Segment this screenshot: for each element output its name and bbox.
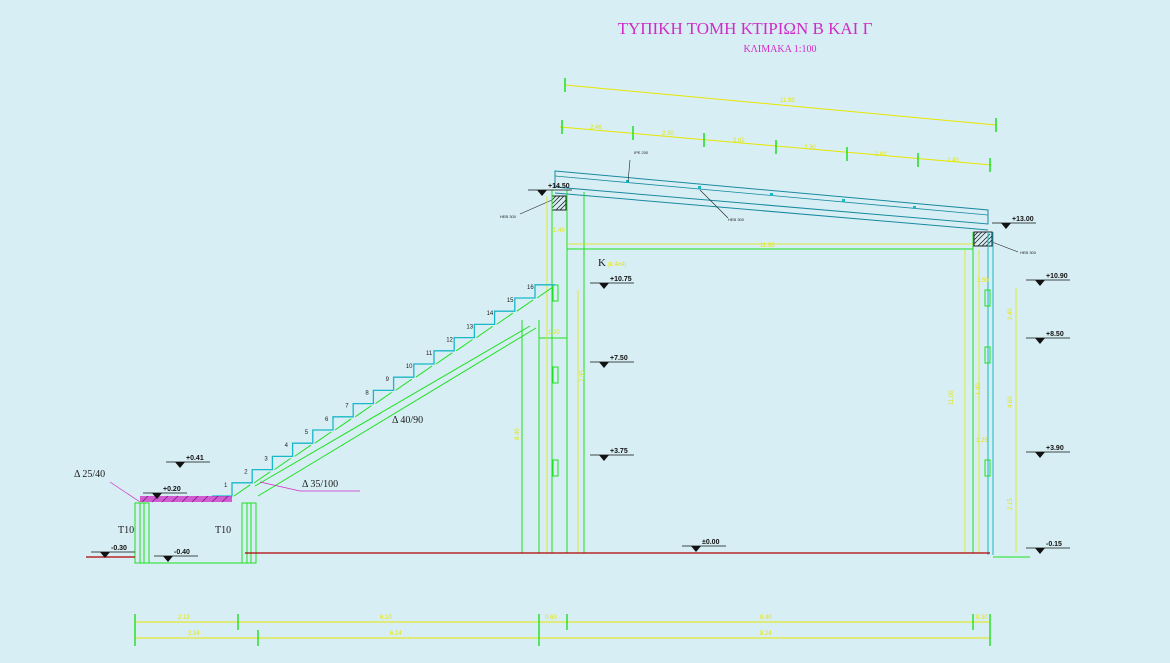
level-marker-mid: +7.50	[590, 355, 634, 368]
level-marker-ground: ±0.00	[682, 539, 726, 552]
bottom-r1-4: 8.40	[760, 615, 772, 621]
level-marker-roof-right: +13.00	[992, 216, 1036, 229]
bottom-r2-3: 8.24	[760, 631, 772, 637]
level-text: +3.90	[1046, 445, 1064, 452]
structure-lines	[521, 190, 974, 553]
beam-mark-note: (k 4x4)	[608, 262, 626, 268]
level-marker-right-1: +10.90	[1026, 273, 1070, 286]
right-dim-d: 2.15	[1008, 498, 1014, 510]
level-text: ±0.00	[702, 539, 720, 546]
bottom-r2-2: 6.14	[390, 631, 402, 637]
level-marker-upper: +10.75	[590, 276, 634, 289]
level-text: +3.75	[610, 448, 628, 455]
step-number: 1	[224, 483, 228, 489]
footing-left-label: T10	[118, 525, 134, 536]
right-dim-e: 1.30	[976, 383, 982, 395]
top-span-dim: 11.33	[760, 243, 775, 249]
roof-seg-5: 2.02	[875, 152, 887, 158]
beam-mark: K	[598, 257, 606, 269]
step-number: 9	[386, 377, 390, 383]
wall-markers	[552, 284, 991, 477]
drawing-scale: ΚΛΙΜΑΚΑ 1:100	[743, 44, 816, 55]
bottom-r1-3: 0.60	[545, 615, 557, 621]
step-number: 6	[325, 417, 329, 423]
level-marker-base-left: -0.30	[91, 545, 135, 558]
step-number: 10	[406, 364, 413, 370]
level-marker-right-4: -0.15	[1026, 541, 1070, 554]
step-number: 16	[527, 285, 534, 291]
roof-beam: IPE 200 HEB 300 HEB 300 HEB 300	[500, 150, 1037, 255]
roof-seg-2: 2.30	[662, 131, 674, 137]
mid-height-dim: 7.35	[580, 370, 586, 382]
step-number: 12	[446, 338, 453, 344]
right-col-height-dim: 11.00	[949, 390, 955, 405]
step-number: 4	[285, 443, 289, 449]
level-text: -0.40	[174, 549, 190, 556]
step-number: 14	[487, 311, 494, 317]
stair-landing-dim: 1.20	[548, 330, 560, 336]
right-dim-a: 2.40	[1008, 308, 1014, 320]
level-marker-stair-top: +0.41	[166, 455, 210, 468]
purlin-label: IPE 200	[634, 150, 649, 155]
drawing-title: ΤΥΠΙΚΗ ΤΟΜΗ ΚΤΙΡΙΩΝ Β ΚΑΙ Γ	[618, 19, 873, 38]
roof-segment-dimension: 2.46 2.30 2.02 2.30 2.02 2.43	[559, 120, 993, 172]
footing-mid-label: T10	[215, 525, 231, 536]
level-text: +7.50	[610, 355, 628, 362]
beam-label: HEB 300	[728, 217, 745, 222]
roof-seg-3: 2.02	[733, 138, 745, 144]
roof-seg-4: 2.30	[804, 145, 816, 151]
bottom-r1-1: 2.13	[178, 615, 190, 621]
level-text: +8.50	[1046, 331, 1064, 338]
level-marker-right-3: +3.90	[1026, 445, 1070, 458]
step-number: 15	[507, 298, 514, 304]
inner-dimension-lines	[546, 196, 1017, 553]
step-number: 2	[244, 470, 248, 476]
level-text: +10.75	[610, 276, 632, 283]
bottom-r2-1: 2.34	[188, 631, 200, 637]
bottom-r1-5: 0.30	[976, 615, 988, 621]
roof-total-dimension: 11.93	[564, 78, 997, 132]
level-text: +0.20	[163, 486, 181, 493]
level-text: +10.90	[1046, 273, 1068, 280]
bottom-r1-2: 6.10	[380, 615, 392, 621]
level-marker-right-2: +8.50	[1026, 331, 1070, 344]
level-marker-base-mid: -0.40	[154, 549, 198, 562]
step-number: 7	[345, 404, 349, 410]
step-number: 3	[264, 456, 268, 462]
foundations	[134, 502, 257, 564]
level-marker-roof-left: +14.50	[528, 183, 572, 196]
right-dim-b: 4.60	[1008, 396, 1014, 408]
left-top-dim: 1.40	[553, 228, 565, 234]
level-markers: +14.50 +13.00 +10.75 +7.50 +3.75 ±0.00 +10.90 +…	[91, 183, 1070, 562]
col-label-right: HEB 300	[1020, 250, 1037, 255]
level-text: +0.41	[186, 455, 204, 462]
right-dim-c: 1.25	[976, 438, 988, 444]
slab-mid-label: Δ 35/100	[302, 479, 338, 490]
step-number: 13	[466, 324, 473, 330]
left-height-dim: 8.40	[515, 428, 521, 440]
level-text: -0.30	[111, 545, 127, 552]
step-number: 5	[305, 430, 309, 436]
right-top-dim: 1.50	[977, 278, 989, 284]
step-number: 8	[365, 390, 369, 396]
level-marker-lower: +3.75	[590, 448, 634, 461]
landing-slab	[140, 496, 232, 502]
level-marker-landing: +0.20	[143, 486, 187, 499]
bottom-dimensions: 2.13 6.10 0.60 8.40 0.30 2.34 6.14 8.24	[134, 614, 991, 646]
roof-seg-1: 2.46	[590, 125, 602, 131]
slab-diag-label: Δ 40/90	[392, 415, 423, 426]
step-number: 11	[426, 351, 433, 357]
level-text: +13.00	[1012, 216, 1034, 223]
col-label-left: HEB 300	[500, 214, 517, 219]
roof-seg-6: 2.43	[947, 158, 959, 164]
level-text: -0.15	[1046, 541, 1062, 548]
roof-total-dim-text: 11.93	[780, 98, 795, 104]
level-text: +14.50	[548, 183, 570, 190]
slab-left-label: Δ 25/40	[74, 469, 105, 480]
